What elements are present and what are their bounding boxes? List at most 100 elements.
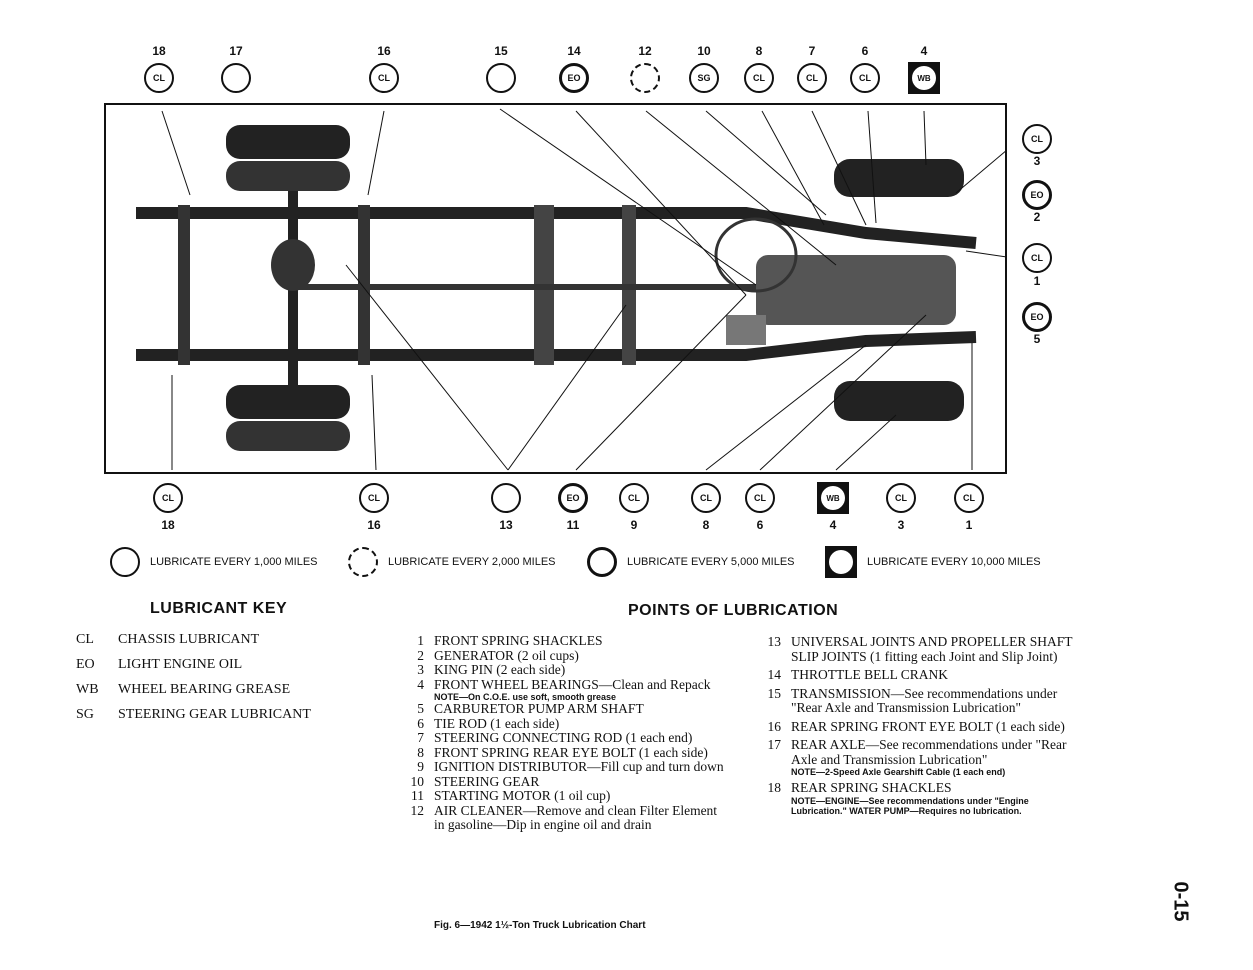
callout-number: 15 bbox=[494, 44, 508, 58]
item-text: IGNITION DISTRIBUTOR—Fill cup and turn d… bbox=[434, 759, 724, 774]
callout-number: 7 bbox=[808, 44, 816, 58]
callout-number: 18 bbox=[161, 518, 175, 532]
callout-number: 9 bbox=[630, 518, 638, 532]
callout-number: 16 bbox=[377, 44, 391, 58]
callout-number: 4 bbox=[829, 518, 837, 532]
callout-circle: CL bbox=[954, 483, 984, 513]
circle-icon bbox=[110, 547, 140, 577]
callout-number: 13 bbox=[499, 518, 513, 532]
item-number: 12 bbox=[410, 802, 425, 818]
list-item: 8 FRONT SPRING REAR EYE BOLT (1 each side… bbox=[398, 744, 724, 761]
callout-circle: WB bbox=[912, 66, 936, 90]
item-number: 5 bbox=[417, 701, 424, 716]
callout-number: 2 bbox=[1033, 210, 1041, 224]
item-number: 13 bbox=[767, 634, 782, 649]
item-number: 9 bbox=[417, 759, 424, 774]
callout-circle: CL bbox=[745, 483, 775, 513]
item-text: REAR SPRING SHACKLES bbox=[791, 780, 952, 795]
list-item: 13 UNIVERSAL JOINTS AND PROPELLER SHAFT S… bbox=[755, 634, 1083, 664]
callout-number: 16 bbox=[367, 518, 381, 532]
legend-item: LUBRICATE EVERY 5,000 MILES bbox=[587, 546, 795, 578]
item-text: AIR CLEANER—Remove and clean Filter Elem… bbox=[434, 802, 718, 832]
item-number: 8 bbox=[417, 744, 424, 760]
item-text: UNIVERSAL JOINTS AND PROPELLER SHAFT SLI… bbox=[791, 634, 1073, 664]
key-code: WB bbox=[76, 682, 99, 697]
key-code: SG bbox=[76, 707, 94, 722]
item-text: REAR AXLE—See recommendations under "Rea… bbox=[791, 737, 1067, 767]
callout-number: 18 bbox=[152, 44, 166, 58]
item-number: 16 bbox=[767, 718, 782, 734]
callout-number: 11 bbox=[566, 518, 580, 532]
item-number: 1 bbox=[417, 633, 424, 648]
item-number: 11 bbox=[411, 788, 424, 803]
callout-box: WB bbox=[908, 62, 940, 94]
callout-number: 10 bbox=[697, 44, 711, 58]
callout-circle: CL bbox=[359, 483, 389, 513]
callout-number: 6 bbox=[756, 518, 764, 532]
legend-item: LUBRICATE EVERY 10,000 MILES bbox=[825, 546, 1041, 578]
key-code: EO bbox=[76, 657, 95, 672]
points-list-right: 13 UNIVERSAL JOINTS AND PROPELLER SHAFT S… bbox=[755, 634, 1083, 815]
list-item: 9 IGNITION DISTRIBUTOR—Fill cup and turn … bbox=[398, 759, 724, 775]
dashed-circle-icon bbox=[348, 547, 378, 577]
callout-number: 1 bbox=[1033, 274, 1041, 288]
list-item: 16 REAR SPRING FRONT EYE BOLT (1 each sid… bbox=[755, 718, 1083, 735]
points-title: POINTS OF LUBRICATION bbox=[628, 602, 839, 619]
legend-label: LUBRICATE EVERY 10,000 MILES bbox=[867, 556, 1041, 568]
callout-number: 1 bbox=[965, 518, 973, 532]
item-number: 4 bbox=[417, 676, 424, 692]
item-text: FRONT SPRING SHACKLES bbox=[434, 633, 603, 648]
figure-caption: Fig. 6—1942 1½-Ton Truck Lubrication Cha… bbox=[434, 920, 646, 931]
item-text: TRANSMISSION—See recommendations under "… bbox=[791, 685, 1058, 715]
page-number: 0-15 bbox=[1169, 881, 1192, 922]
callout-circle: CL bbox=[744, 63, 774, 93]
callout-number: 4 bbox=[920, 44, 928, 58]
callout-circle: WB bbox=[821, 486, 845, 510]
item-text: CARBURETOR PUMP ARM SHAFT bbox=[434, 701, 644, 716]
item-text: REAR SPRING FRONT EYE BOLT (1 each side) bbox=[791, 718, 1065, 734]
callout-circle: CL bbox=[619, 483, 649, 513]
item-text: GENERATOR (2 oil cups) bbox=[434, 647, 579, 663]
item-note: NOTE—2-Speed Axle Gearshift Cable (1 eac… bbox=[791, 767, 1006, 777]
item-text: FRONT SPRING REAR EYE BOLT (1 each side) bbox=[434, 744, 708, 760]
callout-number: 5 bbox=[1033, 332, 1041, 346]
callout-circle bbox=[491, 483, 521, 513]
item-number: 10 bbox=[410, 773, 425, 789]
legend-item: LUBRICATE EVERY 2,000 MILES bbox=[348, 546, 556, 578]
legend-label: LUBRICATE EVERY 1,000 MILES bbox=[150, 556, 318, 568]
key-row: WB WHEEL BEARING GREASE bbox=[76, 682, 290, 698]
legend-label: LUBRICATE EVERY 5,000 MILES bbox=[627, 556, 795, 568]
key-label: WHEEL BEARING GREASE bbox=[118, 682, 291, 697]
item-note: NOTE—On C.O.E. use soft, smooth grease bbox=[434, 692, 617, 702]
legend-label: LUBRICATE EVERY 2,000 MILES bbox=[388, 556, 556, 568]
item-text: KING PIN (2 each side) bbox=[434, 662, 566, 677]
item-text: TIE ROD (1 each side) bbox=[434, 715, 560, 731]
callout-circle: EO bbox=[558, 483, 588, 513]
callout-circle bbox=[221, 63, 251, 93]
callout-number: 12 bbox=[638, 44, 652, 58]
item-text: FRONT WHEEL BEARINGS—Clean and Repack bbox=[434, 676, 711, 692]
callout-circle: EO bbox=[559, 63, 589, 93]
callout-circle bbox=[486, 63, 516, 93]
callout-number: 3 bbox=[1033, 154, 1041, 168]
key-code: CL bbox=[76, 632, 94, 647]
legend-item: LUBRICATE EVERY 1,000 MILES bbox=[110, 546, 318, 578]
list-item: 12 AIR CLEANER—Remove and clean Filter El… bbox=[398, 802, 724, 833]
list-item: 5 CARBURETOR PUMP ARM SHAFT bbox=[398, 701, 724, 717]
item-number: 18 bbox=[767, 780, 782, 795]
callout-number: 6 bbox=[861, 44, 869, 58]
heavy-circle-icon bbox=[587, 547, 617, 577]
callout-circle: CL bbox=[1022, 243, 1052, 273]
